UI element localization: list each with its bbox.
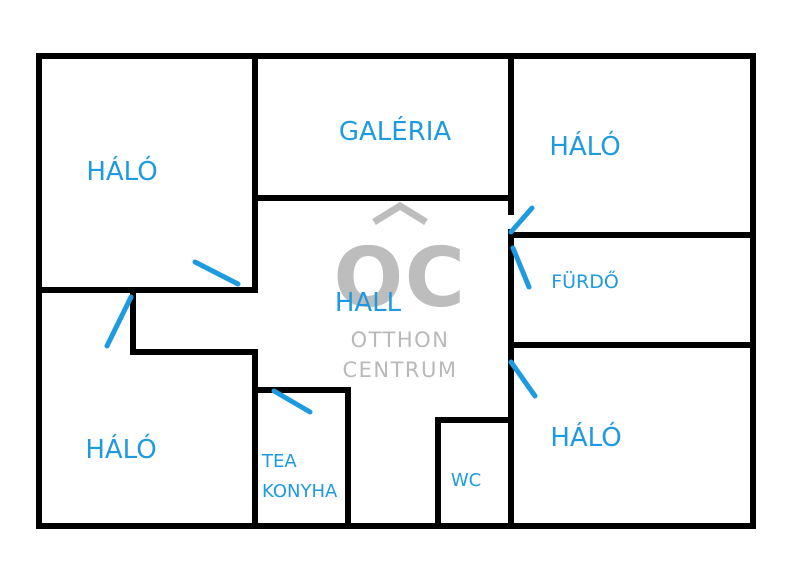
- wall-wc: [435, 417, 514, 529]
- room-labels: HÁLÓ GALÉRIA HÁLÓ HALL FÜRDŐ HÁLÓ TEA KO…: [85, 115, 621, 502]
- watermark-roof-icon: [372, 201, 428, 225]
- door-mark-bathroom: [510, 245, 532, 290]
- label-tea: TEA: [261, 451, 297, 472]
- door-mark-tea-kitchen: [271, 388, 313, 415]
- label-konyha: KONYHA: [262, 481, 338, 502]
- door-mark-bedroom-top-right: [508, 205, 535, 235]
- door-mark-bedroom-bottom-left: [104, 294, 134, 349]
- door-mark-bedroom-bottom-right: [508, 359, 538, 399]
- label-furdo: FÜRDŐ: [551, 269, 619, 293]
- label-halo-top-left: HÁLÓ: [86, 155, 157, 187]
- label-halo-bottom-left: HÁLÓ: [85, 433, 156, 465]
- door-mark-bedroom-top-left: [192, 259, 241, 287]
- walls: [36, 53, 756, 529]
- otthon-centrum-watermark: OC OTTHON CENTRUM: [334, 201, 467, 382]
- watermark-line1: OTTHON: [351, 328, 450, 352]
- door-marks: [104, 205, 538, 415]
- label-halo-bottom-right: HÁLÓ: [550, 421, 621, 453]
- label-galeria: GALÉRIA: [339, 115, 452, 147]
- wall-bedroom-bottom-left: [130, 287, 258, 529]
- label-wc: WC: [451, 470, 481, 491]
- wall-bedroom-top-left: [36, 53, 258, 293]
- watermark-logo: OC: [334, 231, 467, 326]
- watermark-line2: CENTRUM: [342, 358, 457, 382]
- label-hall: HALL: [335, 288, 402, 318]
- label-halo-top-right: HÁLÓ: [549, 130, 620, 162]
- wall-tea-kitchen: [252, 387, 351, 529]
